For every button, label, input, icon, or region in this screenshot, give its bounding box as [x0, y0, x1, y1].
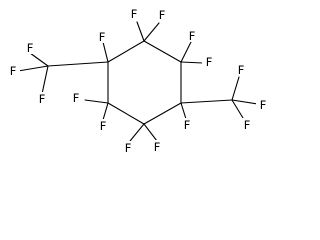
atom-f12: F: [184, 118, 191, 132]
bond-cf3-right-f-right: [231, 99, 259, 105]
bond-cf3-left-f-top: [29, 52, 49, 67]
bond-c1-f: [102, 41, 109, 63]
atom-labels: F F F F F F F F F F F F F F F F: [6, 7, 270, 155]
atom-f2: F: [10, 64, 17, 78]
atom-f6: F: [159, 8, 166, 22]
atom-f4: F: [99, 30, 106, 44]
bond-c3-f-b: [180, 61, 204, 64]
bond-c2-f-a: [136, 21, 145, 42]
bond-c6-f-b: [102, 102, 109, 121]
atom-f15: F: [100, 119, 107, 133]
perfluoro-dimethylcyclohexane-structure: F F F F F F F F F F F F F F F F: [6, 7, 270, 155]
bond-ring-2: [143, 40, 182, 63]
bond-c4-cf3: [180, 99, 233, 104]
bond-cf3-left-f-bottom: [41, 65, 49, 95]
atom-f14: F: [125, 141, 132, 155]
bond-c5-f-a: [129, 123, 145, 142]
bond-ring-5: [107, 102, 145, 125]
atom-f11: F: [244, 118, 251, 132]
ring-bonds: [107, 40, 182, 125]
atom-f5: F: [131, 7, 138, 21]
atom-f1: F: [27, 41, 34, 55]
bond-ring-4: [143, 102, 182, 125]
bond-c4-f: [180, 102, 187, 120]
atom-f16: F: [73, 91, 80, 105]
bond-cf3-right-f-bottom: [231, 99, 244, 119]
bond-cf3-right-f-top: [231, 76, 240, 101]
atom-f9: F: [238, 63, 245, 77]
atom-f10: F: [260, 98, 267, 112]
bond-c1-cf3: [47, 61, 109, 67]
atom-f7: F: [189, 29, 196, 43]
bond-c2-f-b: [143, 22, 160, 42]
atom-f3: F: [39, 92, 46, 106]
bond-c6-f-a: [84, 99, 109, 104]
bond-ring-1: [107, 40, 145, 63]
atom-f8: F: [206, 55, 213, 69]
atom-f13: F: [154, 140, 161, 154]
bond-c5-f-b: [143, 123, 158, 142]
bond-c3-f-a: [180, 41, 192, 63]
substituent-bonds: [17, 21, 259, 142]
bond-cf3-left-f-left: [17, 65, 49, 72]
